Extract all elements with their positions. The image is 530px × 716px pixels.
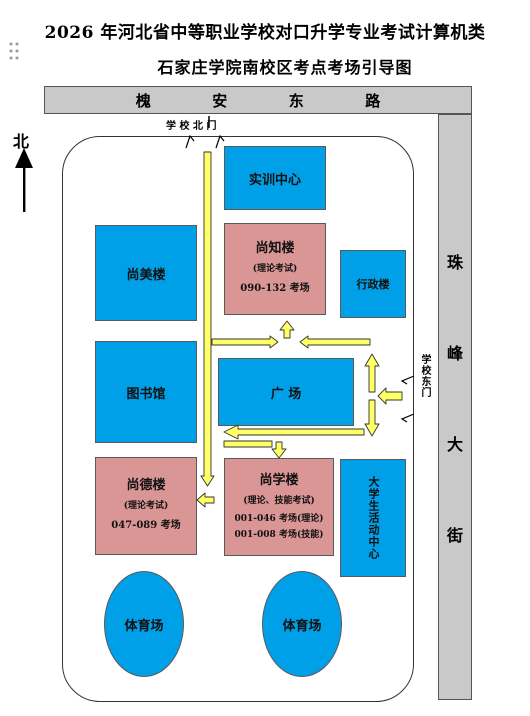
path-arrow-from-east-gate — [377, 387, 403, 405]
east-road-char: 街 — [446, 525, 463, 545]
drag-handle-icon — [9, 42, 19, 60]
shangde-building: 尚德楼 (理论考试) 047-089 考场 — [95, 457, 197, 555]
north-road: 槐 安 东 路 — [44, 86, 472, 114]
shangzhi-note: (理论考试) — [252, 264, 298, 274]
sports-field-west: 体育场 — [104, 571, 184, 677]
map-title-line2: 石家庄学院南校区考点考场引导图 — [157, 58, 413, 77]
east-road-char: 大 — [446, 434, 463, 454]
map-title-line1: 2026 年河北省中等职业学校对口升学专业考试计算机类 — [44, 23, 486, 43]
path-arrow-down-east — [364, 399, 380, 437]
path-arrow-east-top — [211, 335, 279, 349]
shangxue-rooms-skill: 001-008 考场(技能) — [234, 530, 324, 540]
east-gate-label: 学校东门 — [419, 354, 430, 398]
path-arrow-to-shangzhi — [279, 320, 295, 339]
north-road-char: 槐 — [135, 91, 151, 110]
north-gate-label: 学 校 北 门 — [166, 121, 217, 132]
path-arrow-up-east — [364, 353, 380, 393]
student-center-label: 大学生活动中心 — [367, 476, 380, 560]
shangxue-building: 尚学楼 (理论、技能考试) 001-046 考场(理论) 001-008 考场(… — [224, 458, 334, 556]
training-center-building: 实训中心 — [224, 146, 326, 210]
shangmei-building: 尚美楼 — [95, 225, 197, 321]
north-road-char: 东 — [288, 91, 304, 110]
path-arrow-main-south — [200, 151, 215, 487]
shangxue-note: (理论、技能考试) — [243, 496, 315, 506]
shangde-name: 尚德楼 — [126, 478, 166, 493]
shangzhi-building: 尚知楼 (理论考试) 090-132 考场 — [224, 223, 326, 315]
path-arrow-to-shangde — [196, 492, 215, 508]
library-label: 图书馆 — [126, 386, 166, 402]
shangde-note: (理论考试) — [123, 501, 169, 511]
east-road-char: 珠 — [446, 252, 463, 272]
sports-field-east-label: 体育场 — [282, 618, 322, 634]
path-arrow-west-top — [299, 335, 371, 349]
north-gate-icon — [185, 116, 225, 149]
admin-building: 行政楼 — [340, 250, 406, 318]
square-label: 广 场 — [270, 386, 302, 402]
student-center-building: 大学生活动中心 — [340, 459, 406, 577]
north-arrow-icon — [15, 148, 33, 212]
path-arrow-to-shangxue — [271, 441, 287, 459]
east-gate-icon — [400, 375, 415, 423]
square-area: 广 场 — [218, 358, 354, 426]
shangzhi-rooms: 090-132 考场 — [240, 283, 310, 294]
north-road-char: 安 — [212, 91, 228, 110]
shangmei-label: 尚美楼 — [126, 267, 166, 283]
admin-label: 行政楼 — [356, 278, 390, 291]
east-road-char: 峰 — [446, 343, 463, 363]
sports-field-east: 体育场 — [262, 571, 342, 677]
shangxue-name: 尚学楼 — [259, 473, 299, 488]
path-arrow-to-shangxue-h — [223, 440, 273, 448]
shangzhi-name: 尚知楼 — [255, 241, 295, 256]
path-arrow-west-bottom — [223, 424, 365, 440]
training-center-label: 实训中心 — [248, 172, 301, 188]
shangxue-rooms-theory: 001-046 考场(理论) — [234, 514, 324, 524]
north-label: 北 — [13, 132, 30, 151]
library-building: 图书馆 — [95, 341, 197, 443]
sports-field-west-label: 体育场 — [124, 618, 164, 634]
shangde-rooms: 047-089 考场 — [111, 520, 181, 531]
north-road-char: 路 — [365, 91, 381, 110]
east-road: 珠 峰 大 街 — [438, 114, 472, 700]
